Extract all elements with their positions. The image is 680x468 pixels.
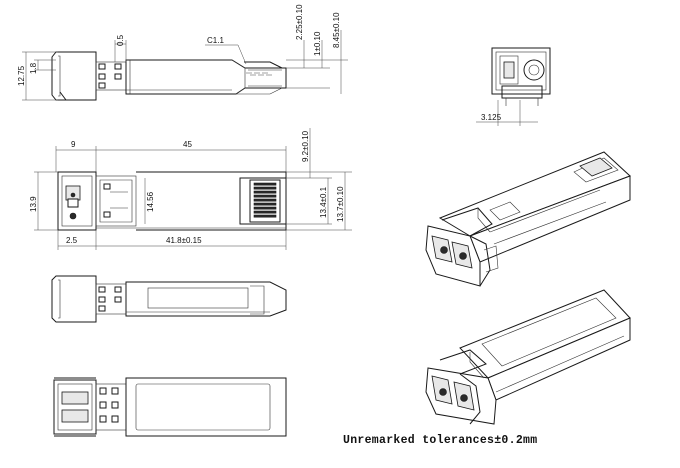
plan-view: 9 45 14.5: [29, 128, 352, 250]
dim-inner-height: 14.56: [146, 191, 155, 212]
dim-conn-w3: 13.7±0.10: [336, 186, 345, 222]
dim-conn-w1: 9.2±0.10: [301, 130, 310, 162]
dim-h3: 8.45±0.10: [332, 12, 341, 48]
dim-end-width: 3.125: [481, 113, 502, 122]
isometric-view-connector: [425, 151, 631, 287]
edge-connector-pins: [253, 182, 277, 218]
dim-h1: 2.25±0.10: [295, 4, 304, 40]
bottom-view: [53, 377, 287, 437]
dim-h2: 1±0.10: [313, 31, 322, 56]
dim-total-len: 45: [183, 140, 192, 149]
end-view: 3.125: [476, 47, 551, 126]
dim-plan-height: 13.9: [29, 196, 38, 212]
dim-left-outer: 12.75: [17, 65, 26, 86]
dim-pitch: 0.5: [116, 34, 125, 46]
dim-left-inner: 1.8: [29, 62, 38, 74]
dim-chamfer: C1.1: [207, 36, 224, 45]
dim-conn-w2: 13.4±0.1: [319, 186, 328, 218]
side-view-middle: [51, 275, 287, 323]
tolerance-note: Unremarked tolerances±0.2mm: [343, 434, 538, 447]
dim-left-len: 9: [71, 140, 76, 149]
dim-bottom-offset: 2.5: [66, 236, 78, 245]
isometric-view-label: [425, 289, 631, 425]
side-view-top: 0.5 C1.1 2.25±0.10 1±0.10 8.45±0.10 12.7…: [17, 4, 348, 101]
dim-body-len: 41.8±0.15: [166, 236, 202, 245]
